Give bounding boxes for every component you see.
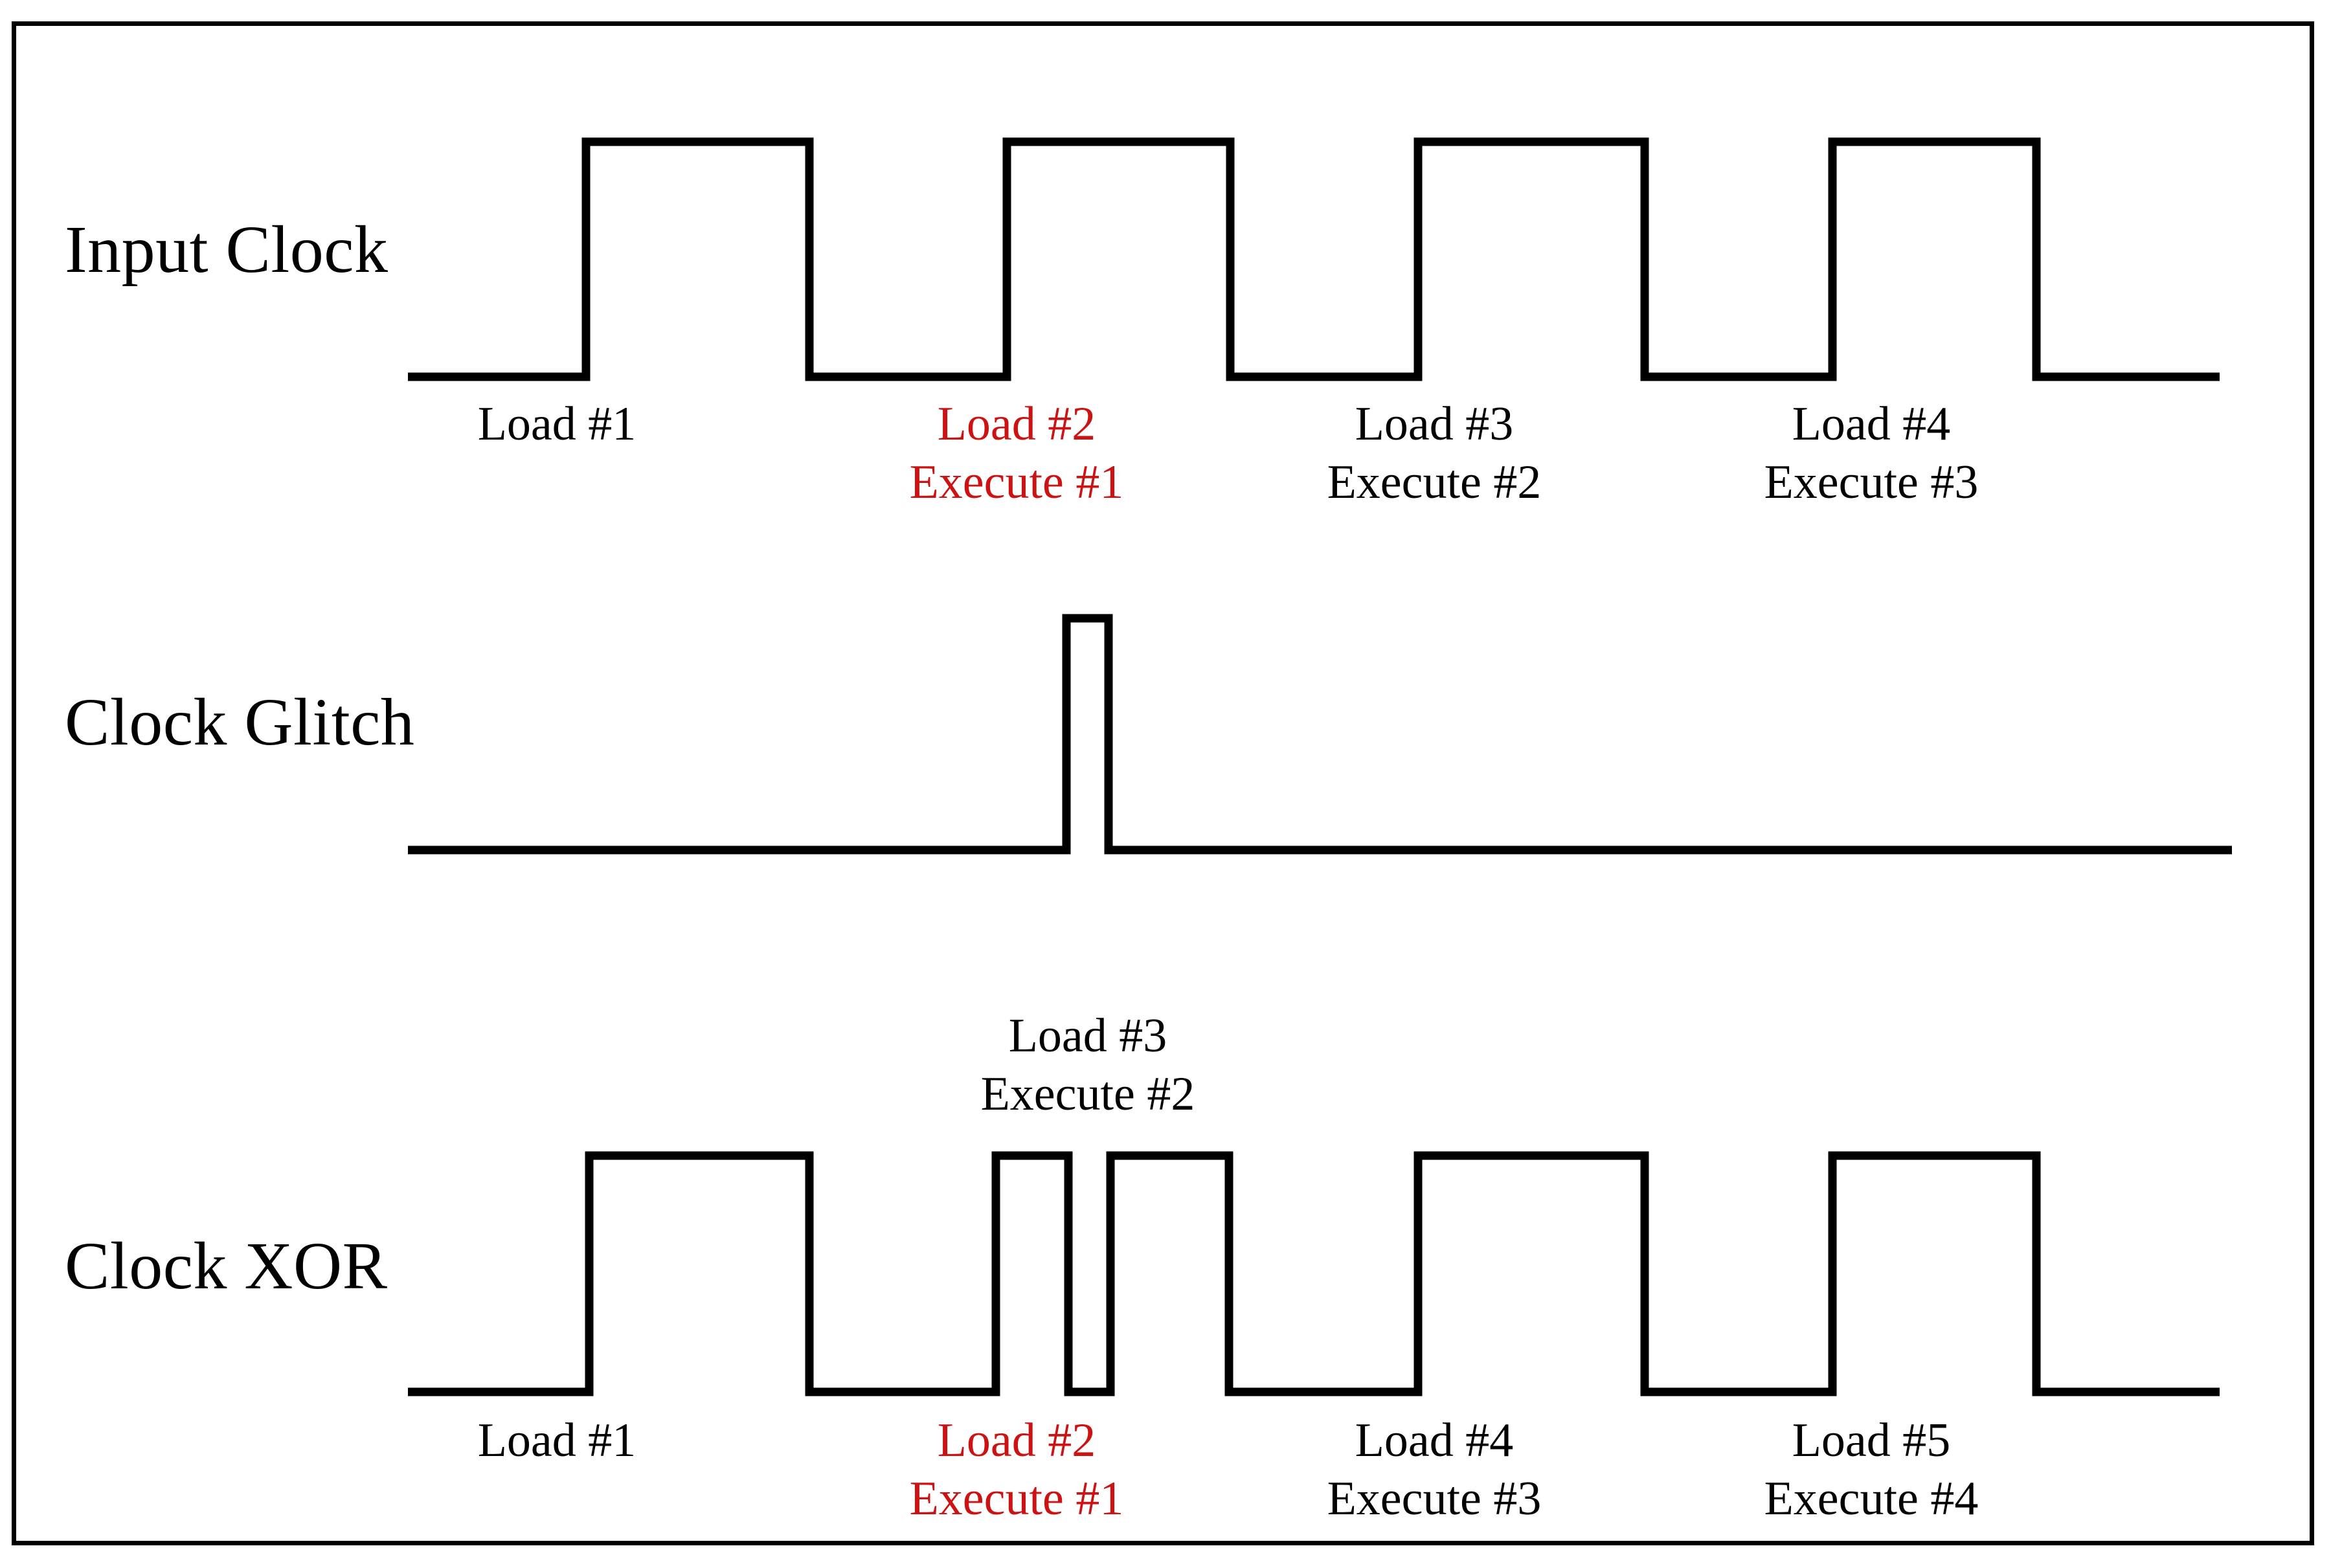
annotation-line: Load #4 <box>1355 1414 1514 1467</box>
annotation-input-clock-3: Load #3 Execute #2 <box>1285 395 1583 512</box>
annotation-line: Load #2 <box>937 398 1096 451</box>
annotation-clock-xor-4: Load #5 Execute #4 <box>1722 1411 2020 1529</box>
annotation-line: Execute #2 <box>1327 456 1542 510</box>
annotation-input-clock-4: Load #4 Execute #3 <box>1722 395 2020 512</box>
row-label-line2: XOR <box>244 1229 388 1303</box>
annotation-line: Execute #2 <box>980 1068 1195 1121</box>
annotation-line: Load #3 <box>1355 398 1514 451</box>
annotation-line: Load #2 <box>937 1414 1096 1467</box>
annotation-clock-xor-above-1: Load #3 Execute #2 <box>926 1007 1250 1124</box>
row-label-line1: Input <box>65 212 209 287</box>
annotation-clock-xor-1: Load #1 <box>408 1411 706 1470</box>
annotation-line: Load #1 <box>477 1414 636 1467</box>
row-label-line2: Clock <box>225 212 388 287</box>
clock-glitch-waveform <box>408 614 2232 855</box>
row-label-line2: Glitch <box>244 685 415 759</box>
annotation-line: Execute #4 <box>1764 1472 1979 1526</box>
annotation-line: Load #5 <box>1792 1414 1951 1467</box>
annotation-input-clock-2: Load #2 Execute #1 <box>868 395 1166 512</box>
clock-xor-waveform <box>408 1151 2220 1396</box>
annotation-line: Execute #1 <box>909 456 1124 510</box>
input-clock-waveform <box>408 137 2220 381</box>
annotation-line: Load #4 <box>1792 398 1951 451</box>
row-label-line1: Clock <box>65 685 227 759</box>
annotation-line: Execute #3 <box>1327 1472 1542 1526</box>
annotation-line: Load #3 <box>1008 1009 1167 1062</box>
annotation-line: Load #1 <box>477 398 636 451</box>
annotation-line: Execute #3 <box>1764 456 1979 510</box>
annotation-clock-xor-3: Load #4 Execute #3 <box>1285 1411 1583 1529</box>
row-label-line1: Clock <box>65 1229 227 1303</box>
row-label-clock-xor: Clock XOR <box>65 1229 387 1303</box>
figure-border <box>12 21 2314 1545</box>
row-label-clock-glitch: Clock Glitch <box>65 685 414 759</box>
row-label-input-clock: Input Clock <box>65 212 388 287</box>
annotation-clock-xor-2: Load #2 Execute #1 <box>868 1411 1166 1529</box>
annotation-line: Execute #1 <box>909 1472 1124 1526</box>
annotation-input-clock-1: Load #1 <box>408 395 706 453</box>
